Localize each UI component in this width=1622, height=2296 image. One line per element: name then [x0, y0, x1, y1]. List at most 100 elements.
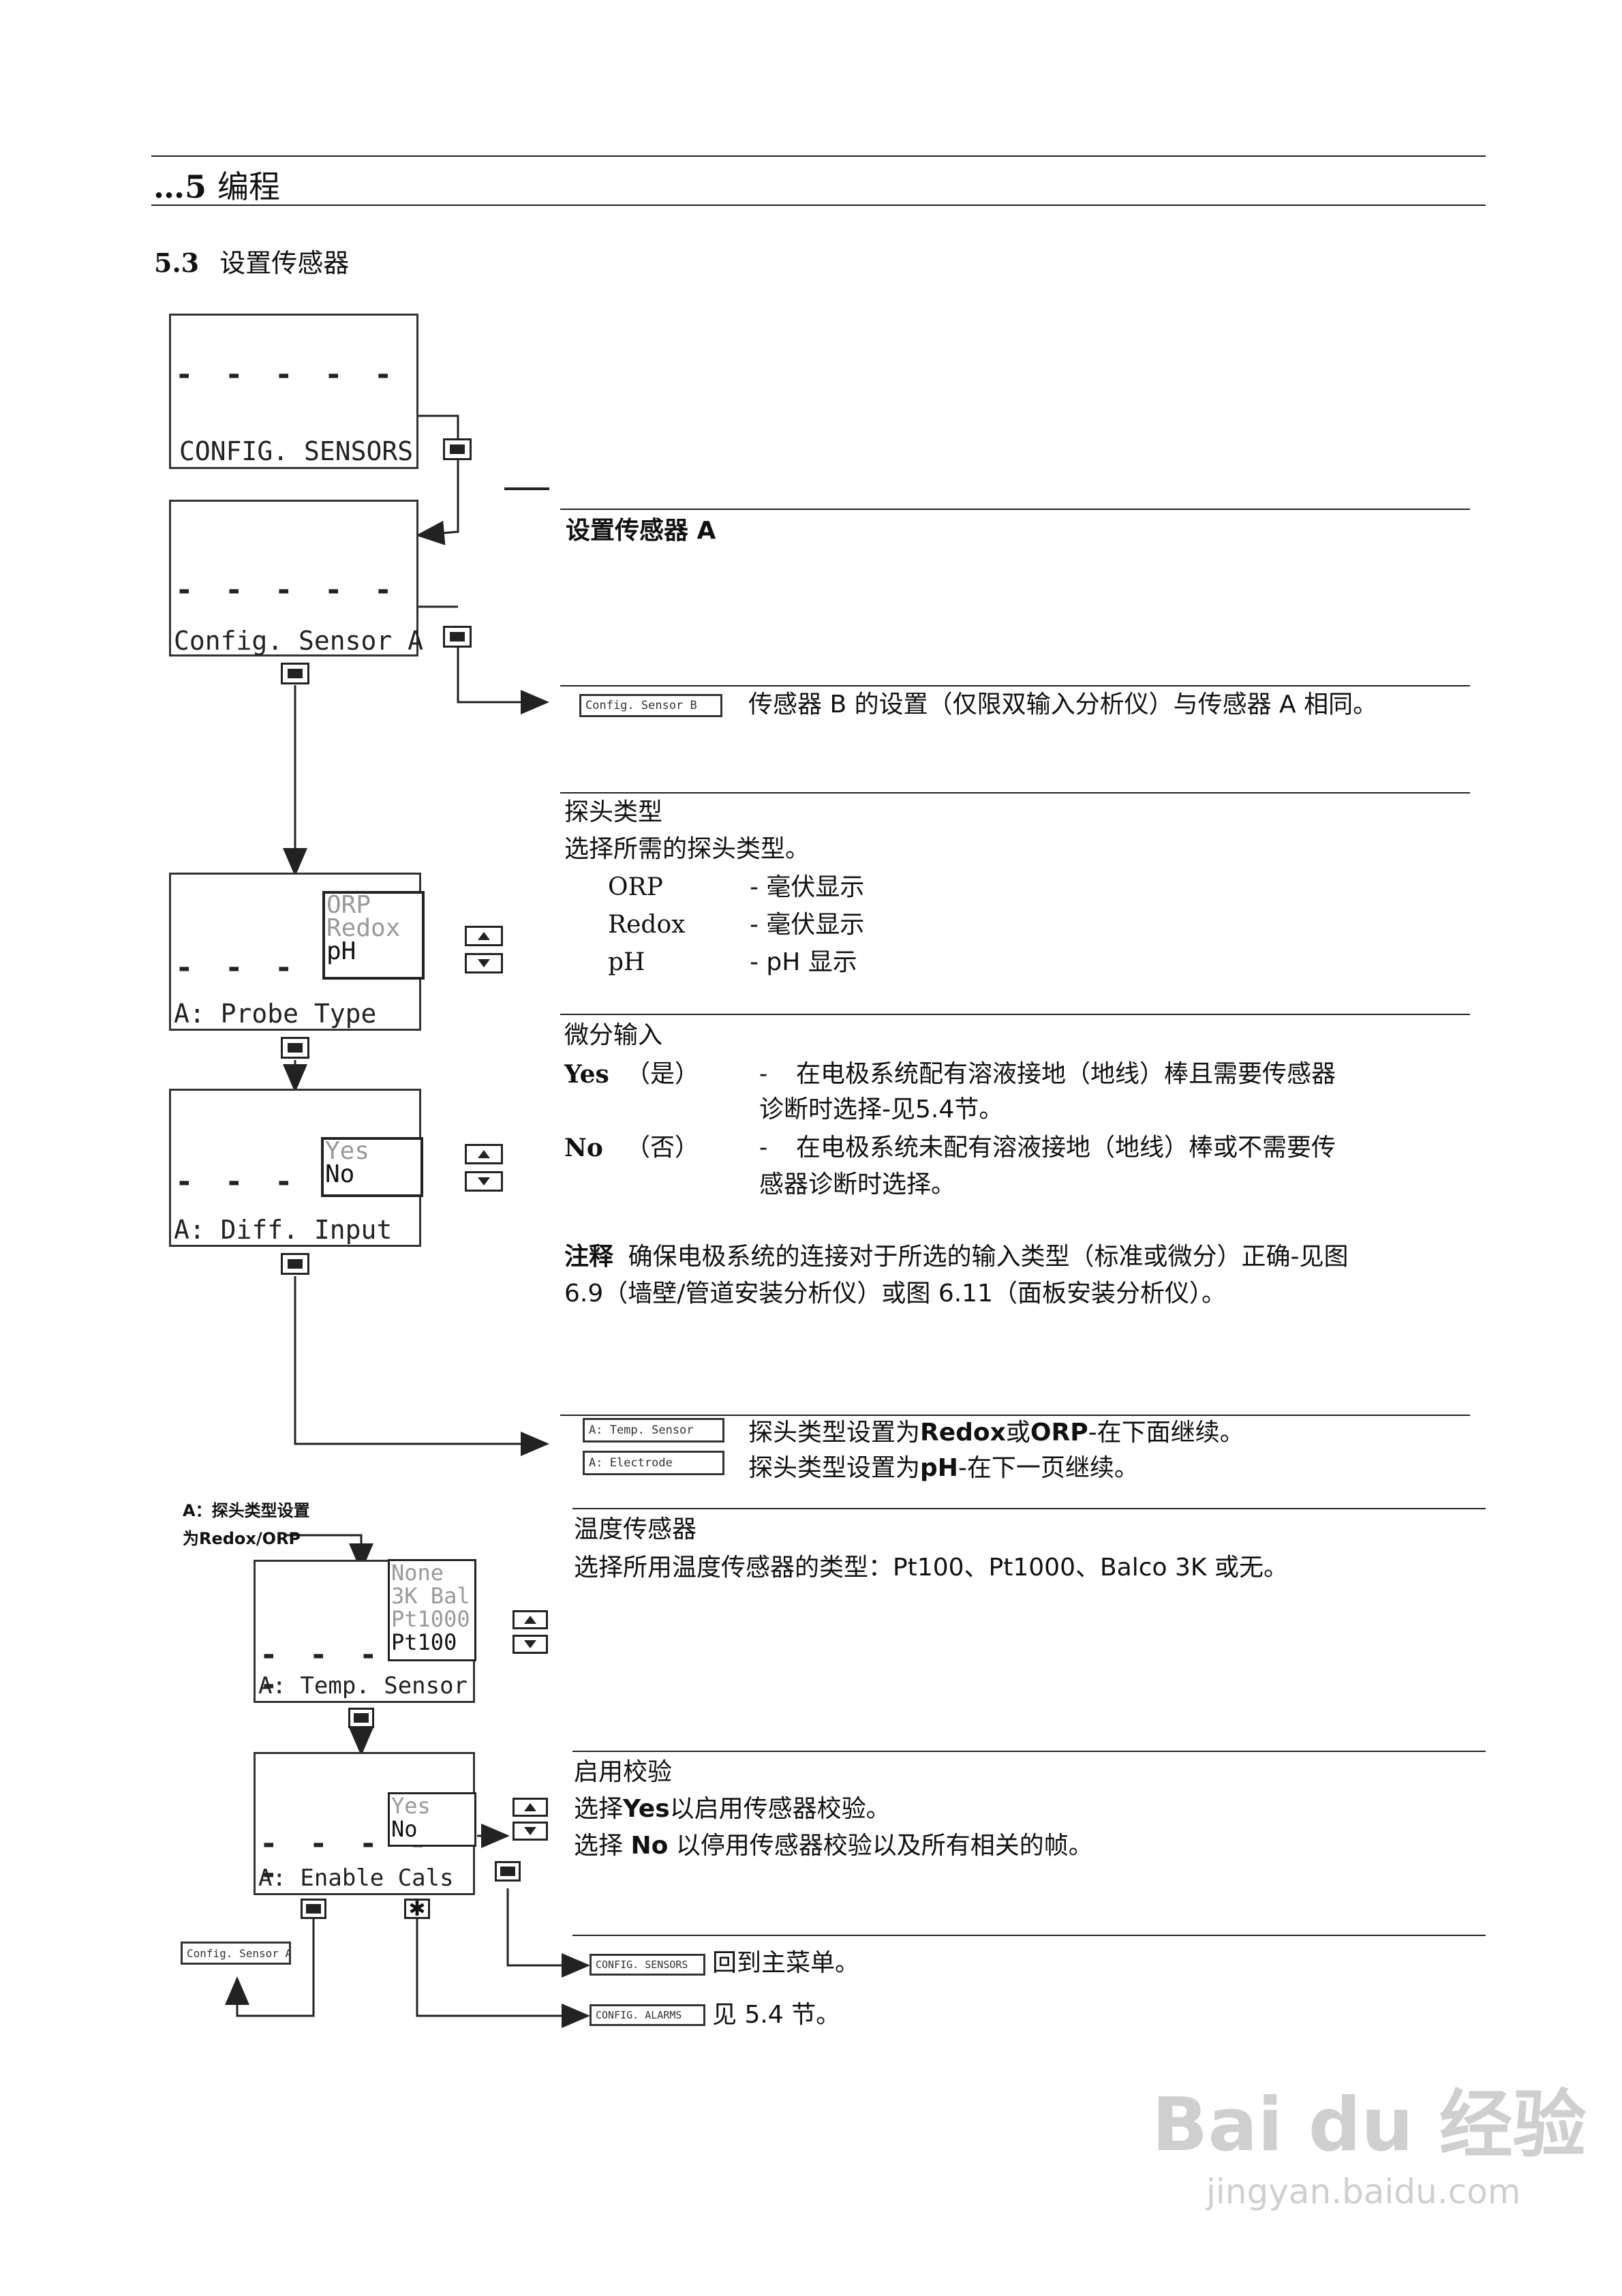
rule-return — [572, 1935, 1486, 1936]
screen-probe-type: - - - - - ORP Redox pH A: Probe Type — [169, 873, 425, 1031]
note-text-1: 确保电极系统的连接对于所选的输入类型（标准或微分）正确-见图 — [628, 1243, 1349, 1271]
temp-sensor-text: 选择所用温度传感器的类型：Pt100、Pt1000、Balco 3K 或无。 — [574, 1554, 1288, 1582]
down-arrow-button[interactable] — [465, 953, 503, 973]
option-3k-bal[interactable]: 3K Bal — [391, 1583, 470, 1609]
option-orp[interactable]: ORP — [326, 891, 371, 919]
option-pt100[interactable]: Pt100 — [391, 1629, 457, 1655]
enable-cals-line2: 选择 No 以停用传感器校验以及所有相关的帧。 — [574, 1830, 1093, 1863]
diff-no-paren: （否） — [626, 1134, 700, 1162]
next-key[interactable] — [281, 1253, 309, 1275]
watermark-brand: Bai du 经验 — [1152, 2083, 1587, 2168]
diff-yes-paren: （是） — [626, 1060, 700, 1088]
rule-sensor-a — [560, 509, 1470, 510]
temp-sensor-heading: 温度传感器 — [574, 1515, 697, 1543]
probe-type-intro: 选择所需的探头类型。 — [564, 835, 810, 863]
cals-text: 以停用传感器校验以及所有相关的帧。 — [668, 1832, 1093, 1860]
option-redox[interactable]: Redox — [326, 914, 401, 942]
header-top-rule — [151, 155, 1486, 157]
mini-screen-config-alarms: CONFIG. ALARMS — [590, 2004, 705, 2026]
diff-input-options[interactable]: Yes No — [321, 1137, 423, 1197]
continue-ph: pH — [920, 1454, 958, 1482]
option-ph[interactable]: pH — [326, 937, 356, 965]
enable-cals-options[interactable]: Yes No — [388, 1792, 476, 1847]
continue-orp: ORP — [1030, 1419, 1088, 1447]
screen-label: A: Enable Cals — [258, 1864, 454, 1892]
flow-note-line1: A：探头类型设置 — [183, 1501, 310, 1520]
diff-no-line1: 在电极系统未配有溶液接地（地线）棒或不需要传 — [796, 1134, 1336, 1162]
diff-no-line2: 感器诊断时选择。 — [759, 1170, 956, 1198]
next-key[interactable] — [281, 663, 309, 684]
option-no[interactable]: No — [325, 1160, 355, 1188]
sensor-a-heading: 设置传感器 A — [566, 517, 716, 545]
page-header: …5 编程 — [153, 162, 280, 207]
diff-no-dash: - — [759, 1134, 768, 1162]
continue-text: 或 — [1005, 1419, 1030, 1447]
diff-yes-line1: 在电极系统配有溶液接地（地线）棒且需要传感器 — [796, 1060, 1336, 1088]
up-arrow-button[interactable] — [512, 1798, 548, 1817]
down-arrow-button[interactable] — [512, 1822, 548, 1841]
up-arrow-icon — [478, 932, 490, 940]
option-pt1000[interactable]: Pt1000 — [391, 1606, 470, 1632]
screen-label: CONFIG. SENSORS — [179, 436, 414, 466]
option-yes[interactable]: Yes — [325, 1137, 370, 1165]
temp-sensor-options[interactable]: None 3K Bal Pt1000 Pt100 — [388, 1559, 476, 1661]
next-key[interactable] — [281, 1037, 309, 1059]
next-key[interactable] — [348, 1708, 374, 1728]
diff-input-heading: 微分输入 — [564, 1021, 663, 1049]
enable-cals-line1: 选择Yes以启用传感器校验。 — [574, 1793, 891, 1826]
continue-text: 探头类型设置为 — [748, 1419, 921, 1447]
rule-temp-sensor — [572, 1508, 1486, 1509]
rule-probe-type — [560, 792, 1470, 794]
enter-key[interactable] — [443, 438, 472, 460]
screen-label: A: Diff. Input — [174, 1215, 393, 1245]
probe-row-redox-desc: - 毫伏显示 — [750, 911, 865, 939]
note-label: 注释 — [564, 1243, 614, 1271]
star-key[interactable]: ✱ — [404, 1897, 430, 1921]
diff-yes-line2: 诊断时选择-见5.4节。 — [759, 1096, 1004, 1123]
up-arrow-icon — [478, 1150, 490, 1158]
rule-continue — [560, 1415, 1470, 1416]
mini-screen-config-sensor-b: Config. Sensor B — [579, 694, 722, 717]
cals-text: 以启用传感器校验。 — [669, 1795, 891, 1823]
watermark-url: jingyan.baidu.com — [1206, 2172, 1521, 2211]
cals-no: No — [630, 1832, 669, 1860]
probe-row-ph-desc: - pH 显示 — [750, 948, 857, 976]
enter-key[interactable] — [443, 626, 472, 648]
probe-type-options[interactable]: ORP Redox pH — [322, 891, 425, 980]
mini-screen-config-sensor-a: Config. Sensor A — [181, 1942, 291, 1965]
enable-cals-heading: 启用校验 — [574, 1758, 673, 1786]
screen-diff-input: - - - - - Yes No A: Diff. Input — [169, 1089, 423, 1247]
continue-text: -在下一页继续。 — [958, 1454, 1139, 1482]
sensor-b-text: 传感器 B 的设置（仅限双输入分析仪）与传感器 A 相同。 — [748, 691, 1378, 719]
screen-dashes: - - - - - — [175, 357, 399, 392]
diff-no-label: No — [564, 1134, 603, 1162]
option-no[interactable]: No — [391, 1816, 418, 1842]
section-number: 5.3 — [154, 247, 200, 278]
section-heading: 5.3 设置传感器 — [154, 242, 349, 280]
watermark: Bai du 经验 jingyan.baidu.com — [1152, 2066, 1587, 2211]
screen-label: A: Temp. Sensor — [258, 1672, 468, 1700]
screen-label: A: Probe Type — [174, 999, 377, 1029]
option-yes[interactable]: Yes — [391, 1793, 431, 1819]
flow-note: A：探头类型设置 为Redox/ORP — [183, 1497, 310, 1553]
up-arrow-button[interactable] — [465, 1144, 503, 1164]
option-none[interactable]: None — [391, 1560, 444, 1586]
continue-text: -在下面继续。 — [1088, 1419, 1244, 1447]
up-arrow-button[interactable] — [512, 1610, 548, 1629]
up-arrow-icon — [524, 1803, 536, 1811]
next-key[interactable] — [301, 1899, 326, 1919]
probe-type-heading: 探头类型 — [564, 798, 663, 826]
rule-diff-input — [560, 1014, 1470, 1015]
diff-yes-dash: - — [759, 1060, 768, 1088]
header-title: 编程 — [217, 168, 281, 205]
see-section-text: 见 5.4 节。 — [712, 2001, 841, 2029]
down-arrow-button[interactable] — [512, 1635, 548, 1654]
cals-text: 选择 — [574, 1795, 624, 1823]
screen-label: Config. Sensor A — [174, 626, 424, 656]
screen-temp-sensor: - - - - - None 3K Bal Pt1000 Pt100 A: Te… — [254, 1559, 476, 1703]
probe-row-orp-desc: - 毫伏显示 — [750, 873, 865, 901]
down-arrow-button[interactable] — [465, 1171, 503, 1192]
enter-key[interactable] — [495, 1861, 521, 1882]
screen-dashes: - - - - - — [175, 573, 399, 607]
up-arrow-button[interactable] — [465, 926, 503, 946]
